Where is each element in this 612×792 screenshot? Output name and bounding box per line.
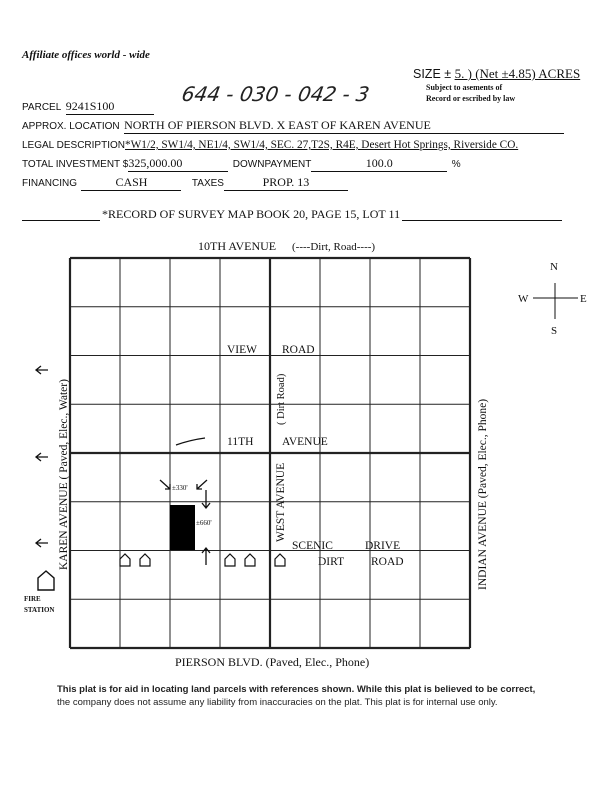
disclaimer-line-2: the company does not assume any liabilit… bbox=[57, 697, 498, 708]
compass-east: E bbox=[580, 293, 587, 305]
view-road-label-2: ROAD bbox=[282, 344, 315, 356]
compass-south: S bbox=[551, 325, 557, 337]
width-dimension: ±330' bbox=[172, 484, 188, 492]
compass-icon: N S E W bbox=[518, 261, 587, 337]
financing-label: FINANCING bbox=[22, 178, 77, 189]
disclaimer-line-1: This plat is for aid in locating land pa… bbox=[57, 684, 536, 695]
dimension-arrows bbox=[34, 365, 211, 565]
legal-field: LEGAL DESCRIPTION*W1/2, SW1/4, NE1/4, SW… bbox=[22, 135, 518, 153]
eleventh-avenue-label-1: 11TH bbox=[227, 436, 253, 448]
location-value: NORTH OF PIERSON BLVD. X EAST OF KAREN A… bbox=[124, 118, 565, 134]
height-dimension: ±660' bbox=[196, 519, 212, 527]
pen-mark bbox=[175, 437, 206, 446]
taxes-value: PROP. 13 bbox=[223, 175, 348, 191]
investment-value: 325,000.00 bbox=[128, 156, 229, 172]
location-field: APPROX. LOCATION NORTH OF PIERSON BLVD. … bbox=[22, 116, 565, 134]
arrow-left-icon bbox=[34, 538, 48, 548]
houses bbox=[119, 553, 286, 567]
arrow-down-icon bbox=[201, 490, 211, 510]
west-avenue-note: ( Dirt Road) bbox=[276, 373, 287, 425]
investment-field: TOTAL INVESTMENT $325,000.00 DOWNPAYMENT… bbox=[22, 154, 461, 172]
legal-value: *W1/2, SW1/4, NE1/4, SW1/4, SEC. 27,T2S,… bbox=[125, 139, 519, 151]
legal-label: LEGAL DESCRIPTION bbox=[22, 140, 125, 151]
dirt-road-label-1: DIRT bbox=[318, 556, 344, 568]
arrow-icon bbox=[196, 479, 208, 490]
house-icon bbox=[139, 553, 151, 567]
taxes-label: TAXES bbox=[191, 178, 224, 189]
size-value: 5. ) (Net ±4.85) ACRES bbox=[454, 66, 581, 81]
west-avenue-label: WEST AVENUE bbox=[275, 463, 287, 542]
scenic-drive-label-2: DRIVE bbox=[365, 540, 400, 552]
east-road-label: INDIAN AVENUE (Paved, Elec., Phone) bbox=[477, 399, 489, 590]
parcel-value: 9241S100 bbox=[65, 99, 154, 115]
west-road-label: KAREN AVENUE ( Paved, Elec., Water) bbox=[58, 379, 70, 570]
eleventh-avenue-label-2: AVENUE bbox=[282, 436, 328, 448]
parcel-lot bbox=[170, 505, 195, 550]
location-label: APPROX. LOCATION bbox=[22, 121, 120, 132]
dirt-road-label-2: ROAD bbox=[371, 556, 404, 568]
parcel-label: PARCEL bbox=[22, 102, 62, 113]
size-label: SIZE ± bbox=[413, 67, 452, 81]
downpayment-label: DOWNPAYMENT bbox=[232, 159, 312, 170]
north-road-note: (----Dirt, Road----) bbox=[292, 241, 375, 253]
size-field: SIZE ± 5. ) (Net ±4.85) ACRES bbox=[413, 66, 580, 82]
arrow-up-icon bbox=[201, 546, 211, 565]
survey-reference: *RECORD OF SURVEY MAP BOOK 20, PAGE 15, … bbox=[100, 207, 403, 222]
house-icon bbox=[119, 553, 131, 567]
house-icon bbox=[244, 553, 256, 567]
affiliate-text: Affiliate offices world - wide bbox=[22, 49, 150, 61]
house-icon bbox=[274, 553, 286, 567]
north-road-label: 10TH AVENUE bbox=[198, 239, 276, 253]
south-road-label: PIERSON BLVD. (Paved, Elec., Phone) bbox=[175, 655, 369, 669]
compass-west: W bbox=[518, 293, 529, 305]
compass-north: N bbox=[550, 261, 558, 273]
arrow-icon bbox=[159, 479, 171, 490]
house-icon bbox=[224, 553, 236, 567]
grid bbox=[68, 256, 472, 650]
financing-value: CASH bbox=[81, 175, 182, 191]
view-road-label-1: VIEW bbox=[227, 344, 257, 356]
fire-station-label-2: STATION bbox=[24, 606, 54, 614]
parcel-field: PARCEL 9241S100 bbox=[22, 97, 154, 115]
arrow-left-icon bbox=[34, 452, 48, 462]
subject-line-1: Subject to asements of bbox=[426, 83, 503, 92]
subject-line-2: Record or escribed by law bbox=[426, 94, 516, 103]
arrow-left-icon bbox=[34, 365, 48, 375]
fire-station-label-1: FIRE bbox=[24, 595, 41, 603]
fire-station-icon bbox=[37, 570, 55, 591]
investment-label: TOTAL INVESTMENT $ bbox=[22, 159, 129, 170]
percent-sign: % bbox=[451, 159, 461, 170]
scenic-drive-label-1: SCENIC bbox=[292, 540, 333, 552]
downpayment-value: 100.0 bbox=[311, 156, 448, 172]
